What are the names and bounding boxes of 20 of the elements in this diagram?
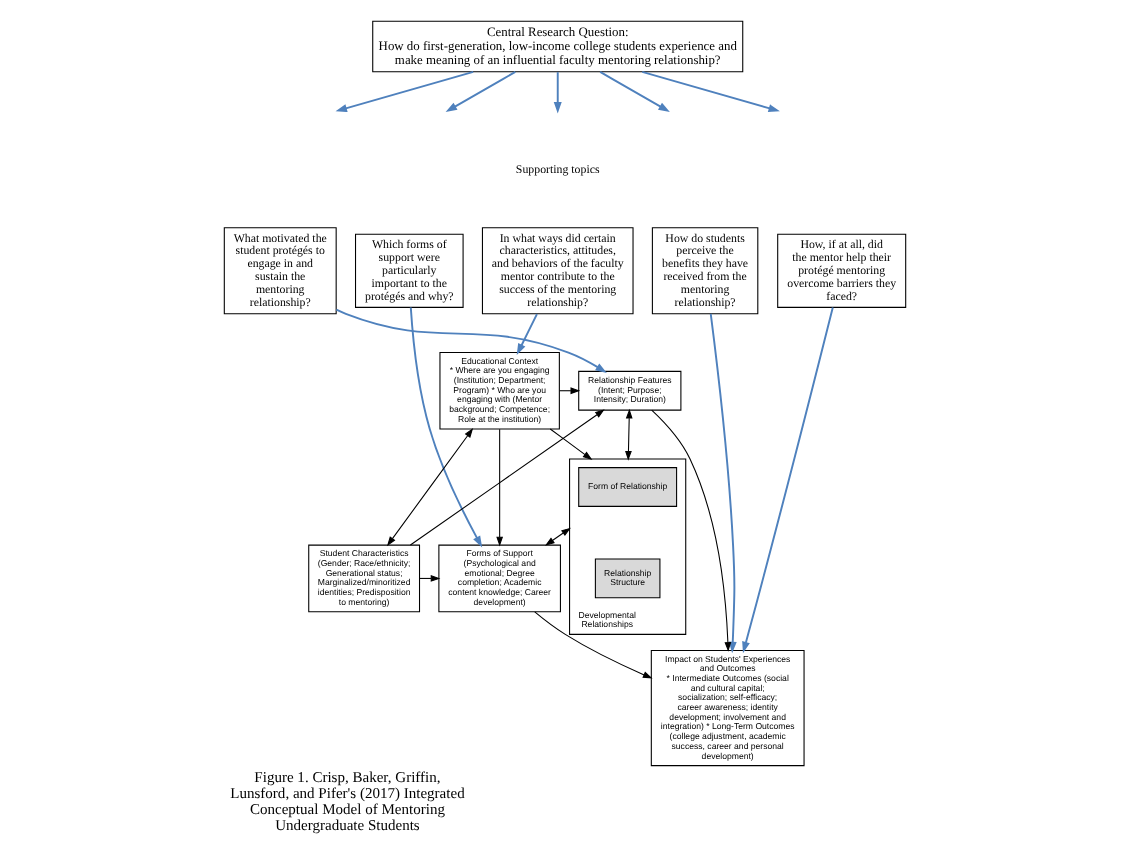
arrow [650, 409, 731, 652]
arrow [552, 71, 561, 114]
arrow [708, 312, 736, 654]
arrow [548, 428, 592, 460]
arrow [598, 71, 669, 112]
caption: Figure 1. Crisp, Baker, Griffin, Lunsford, and Pifer's (2017) Integrated Conceptual Model of Mentoring Undergraduate Students [229, 767, 464, 835]
arrow [533, 611, 652, 679]
arrow [408, 409, 604, 546]
arrow [544, 527, 570, 546]
arrow [640, 70, 779, 113]
arrow [741, 306, 833, 654]
arrow [418, 575, 440, 582]
arrow [444, 71, 516, 112]
arrow [385, 428, 473, 547]
arrow [624, 408, 632, 461]
arrow [408, 306, 482, 548]
arrow [495, 428, 503, 547]
arrow [334, 70, 474, 113]
arrow [334, 308, 606, 373]
arrow [515, 313, 537, 356]
